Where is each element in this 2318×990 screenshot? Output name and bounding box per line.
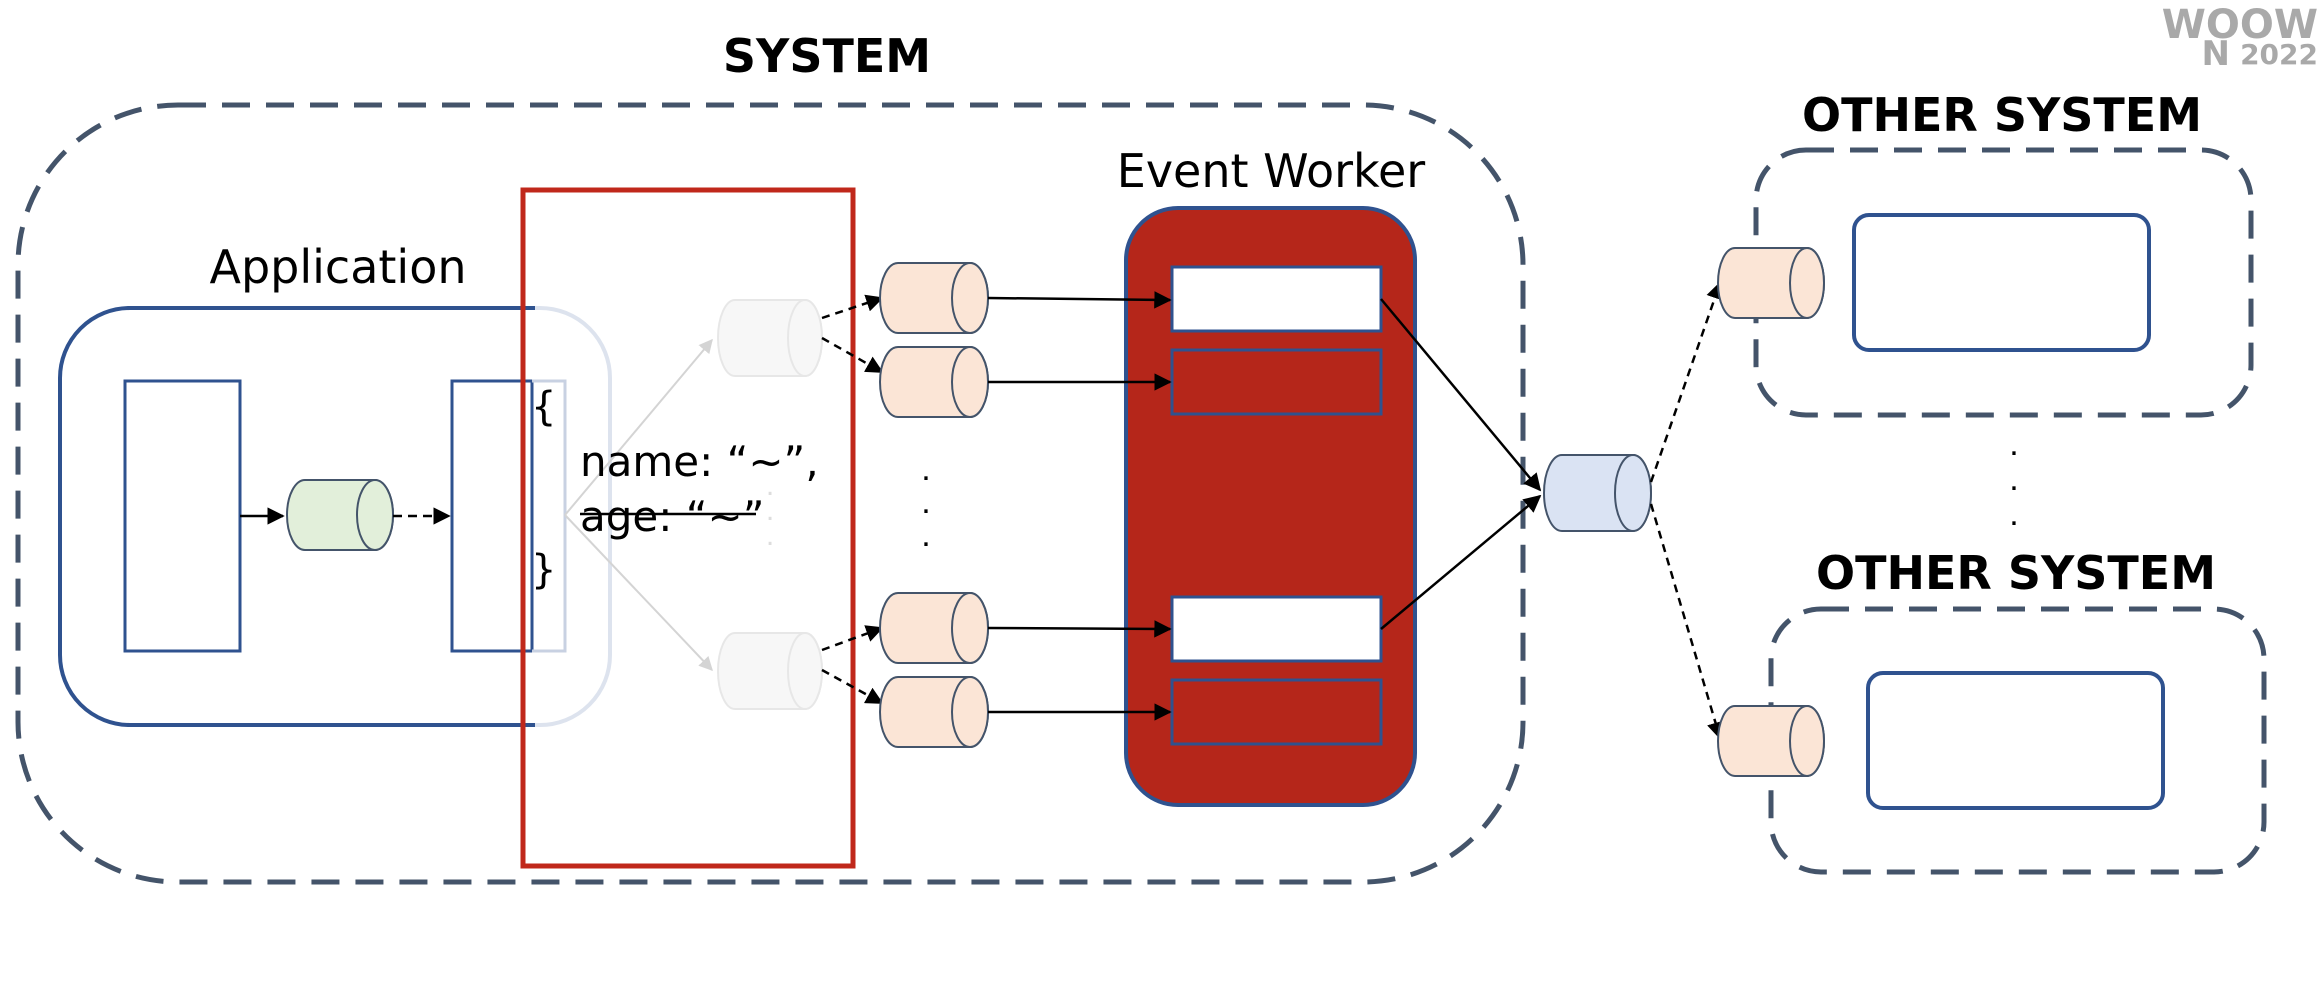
arrow-outbound-to-other-2 xyxy=(1649,503,1724,740)
other-system-1-service xyxy=(1852,213,2151,352)
topic-queue-2 xyxy=(879,346,989,418)
watermark-letter: N xyxy=(2202,34,2230,74)
arrow-handler1-to-outbound xyxy=(1380,298,1542,492)
other-ellipsis-1: . xyxy=(2009,425,2018,463)
worker-handler-4 xyxy=(1170,678,1383,746)
arrow-to-queue-2 xyxy=(821,336,884,374)
publisher-component-box-solid xyxy=(450,379,534,653)
other-system-2-service xyxy=(1866,671,2165,810)
faded-arrow-up xyxy=(564,338,713,516)
topic-queue-4 xyxy=(879,676,989,748)
arrow-handler3-to-outbound xyxy=(1380,494,1542,630)
other-system-2-boundary xyxy=(1768,606,2267,875)
producer-component-box xyxy=(123,379,242,653)
topic-queue-1 xyxy=(879,262,989,334)
faded-arrow-down xyxy=(564,514,713,672)
local-queue-cylinder xyxy=(286,479,394,551)
watermark-year: 2022 xyxy=(2240,38,2318,71)
arrow-queue1-to-handler1 xyxy=(987,291,1172,309)
payload-open-brace: { xyxy=(531,384,556,430)
arrow-to-queue-4 xyxy=(821,668,884,705)
faded-queue-bottom xyxy=(717,632,823,710)
other-system-1-boundary xyxy=(1753,147,2254,418)
worker-handler-2 xyxy=(1170,348,1383,416)
payload-line-age: age: “~” xyxy=(580,492,764,541)
arrow-queue3-to-handler3 xyxy=(987,620,1172,638)
queue-ellipsis-2: . xyxy=(921,483,930,521)
application-box-solid xyxy=(58,306,535,727)
payload-close-brace: } xyxy=(531,547,556,593)
other-system-1-queue xyxy=(1717,247,1825,319)
faded-ellipsis-2: . xyxy=(766,494,774,527)
watermark-line1: WOOW xyxy=(2162,2,2318,48)
queue-ellipsis-1: . xyxy=(921,450,930,488)
faded-ellipsis-3: . xyxy=(766,519,774,552)
payload-line-name: name: “~”, xyxy=(580,437,819,486)
arrow-to-queue-1 xyxy=(821,294,884,320)
faded-queue-top xyxy=(717,299,823,377)
queue-ellipsis-3: . xyxy=(921,516,930,554)
highlight-box xyxy=(520,187,856,869)
arrow-outbound-to-other-1 xyxy=(1649,281,1724,483)
other-system-2-title: OTHER SYSTEM xyxy=(1816,546,2216,600)
other-system-1-title: OTHER SYSTEM xyxy=(1802,88,2202,142)
other-system-2-queue xyxy=(1717,705,1825,777)
arrow-to-queue-3 xyxy=(821,625,884,652)
worker-handler-1 xyxy=(1170,265,1383,333)
event-worker-label: Event Worker xyxy=(1117,144,1426,198)
other-ellipsis-2: . xyxy=(2009,460,2018,498)
topic-queue-3 xyxy=(879,592,989,664)
worker-handler-3 xyxy=(1170,595,1383,663)
faded-ellipsis-1: . xyxy=(766,469,774,502)
system-boundary xyxy=(15,102,1526,885)
application-label: Application xyxy=(209,240,466,294)
other-ellipsis-3: . xyxy=(2009,495,2018,533)
conference-logo-watermark: WOOW N 2022 xyxy=(2162,2,2318,74)
outbound-queue-cylinder xyxy=(1543,454,1652,532)
application-box-faded xyxy=(535,306,612,727)
system-title: SYSTEM xyxy=(723,29,931,83)
